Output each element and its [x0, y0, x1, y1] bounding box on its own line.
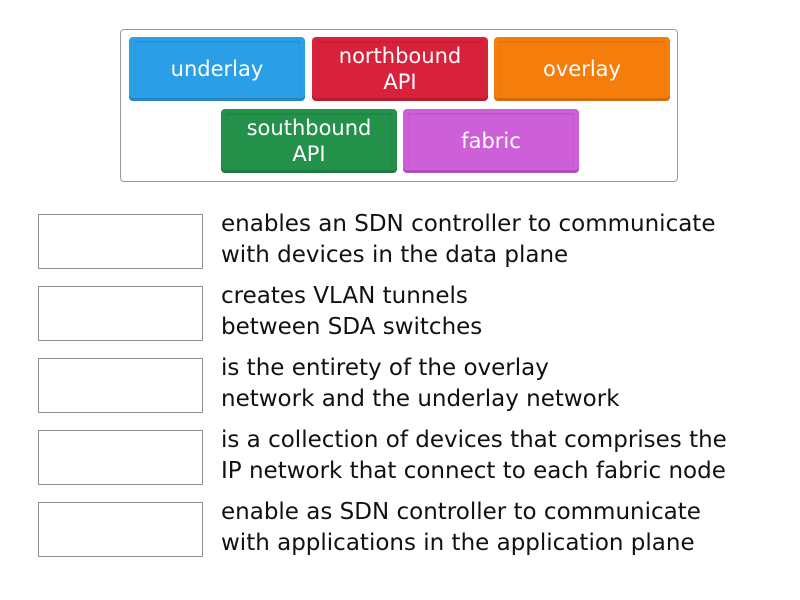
drop-zone-4[interactable]	[38, 430, 203, 485]
tile-fabric[interactable]: fabric	[403, 109, 579, 173]
tile-label: fabric	[461, 129, 521, 153]
tile-southbound-api[interactable]: southbound API	[221, 109, 397, 173]
tile-underlay[interactable]: underlay	[129, 37, 305, 101]
tile-label: northbound API	[338, 44, 462, 94]
description-2: creates VLAN tunnels between SDA switche…	[221, 283, 483, 340]
description-3: is the entirety of the overlay network a…	[221, 355, 620, 412]
drop-zone-1[interactable]	[38, 214, 203, 269]
tile-label: overlay	[543, 57, 621, 81]
drop-zone-3[interactable]	[38, 358, 203, 413]
drop-zone-5[interactable]	[38, 502, 203, 557]
drop-zone-2[interactable]	[38, 286, 203, 341]
description-1: enables an SDN controller to communicate…	[221, 211, 716, 268]
tile-label: southbound API	[246, 116, 372, 166]
tile-overlay[interactable]: overlay	[494, 37, 670, 101]
description-4: is a collection of devices that comprise…	[221, 427, 727, 484]
description-5: enable as SDN controller to communicate …	[221, 499, 701, 556]
tile-label: underlay	[170, 57, 264, 81]
tile-northbound-api[interactable]: northbound API	[312, 37, 488, 101]
